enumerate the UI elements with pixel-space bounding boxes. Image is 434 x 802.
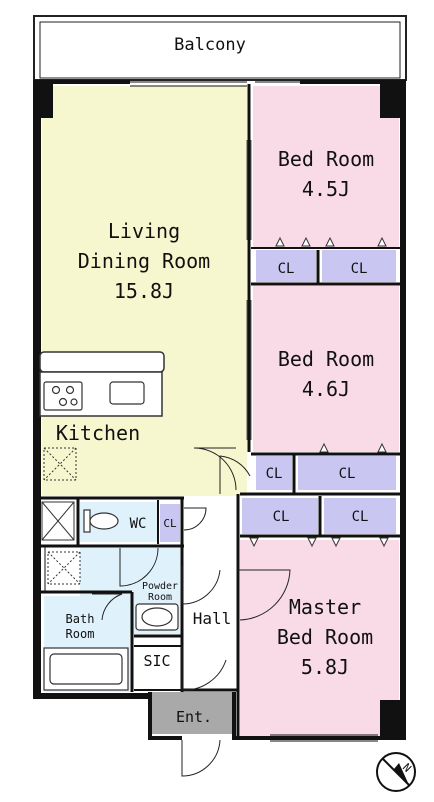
door-master [238,569,291,621]
closet-label: CL [352,509,369,525]
bedroom-1-label: Bed Room [278,147,374,171]
bedroom-2-floor [253,286,399,452]
bath-label-1: Bath [66,612,95,626]
master-bedroom-floor [240,540,399,736]
door-bath [92,593,123,621]
door-wc [119,547,159,587]
closet-bed1-left [256,250,316,282]
door-swings [92,447,291,777]
bathtub-icon [43,647,129,691]
washer-space-icon [47,551,81,585]
powder-label-1: Powder [142,581,178,592]
closet-label: CL [266,466,283,482]
bedroom-2-size: 4.6J [302,377,350,401]
closet-label: CL [163,517,177,530]
closet-bed2-left [256,456,292,490]
entrance-label: Ent. [176,708,212,726]
master-label-2: Bed Room [277,625,373,649]
closet-bed1-right [322,250,396,282]
closet-label: CL [339,466,356,482]
closet-master-left [242,498,318,534]
closet-master-right [324,498,396,534]
entrance-floor [152,692,234,734]
bedroom-1-size: 4.5J [302,177,350,201]
kitchen-counter [39,351,165,417]
closet-label: CL [278,261,295,277]
hall-label: Hall [193,609,232,628]
balcony-label: Balcony [174,35,246,55]
refrigerator-space-icon [43,447,77,481]
door-cl7 [183,507,207,531]
washing-machine-pan-icon [41,501,75,541]
master-size: 5.8J [301,655,349,679]
closet-bed2-right [298,456,396,490]
door-kitchen-hall [219,455,251,494]
bedroom-1-floor [253,86,399,248]
sink-icon [109,381,145,405]
wc-label: WC [130,516,147,532]
balcony: Balcony [33,15,407,81]
master-label-1: Master [289,595,361,619]
sliding-doors [246,140,252,440]
living-label-2: Dining Room [78,249,210,273]
walls [33,80,406,742]
living-label-1: Living [108,219,180,243]
living-size: 15.8J [114,279,174,303]
door-living [193,447,237,491]
bedroom-2-label: Bed Room [278,347,374,371]
powder-label-2: Room [148,592,172,603]
stove-icon [43,381,83,411]
living-dining-floor [42,86,247,358]
sic-label: SIC [143,652,170,670]
door-sic [181,646,227,691]
bath-label-2: Room [66,627,95,641]
north-arrow-icon: N [376,752,416,792]
door-powder [181,566,221,605]
closet-wc [160,504,180,542]
closet-label: CL [351,261,368,277]
washbasin-icon [135,603,179,631]
door-entrance [181,739,221,777]
toilet-icon [83,509,119,533]
closet-door-markers [249,236,389,548]
kitchen-label: Kitchen [56,421,140,445]
closet-label: CL [273,509,290,525]
room-labels: Living Dining Room 15.8J Kitchen Bed Roo… [56,147,374,726]
